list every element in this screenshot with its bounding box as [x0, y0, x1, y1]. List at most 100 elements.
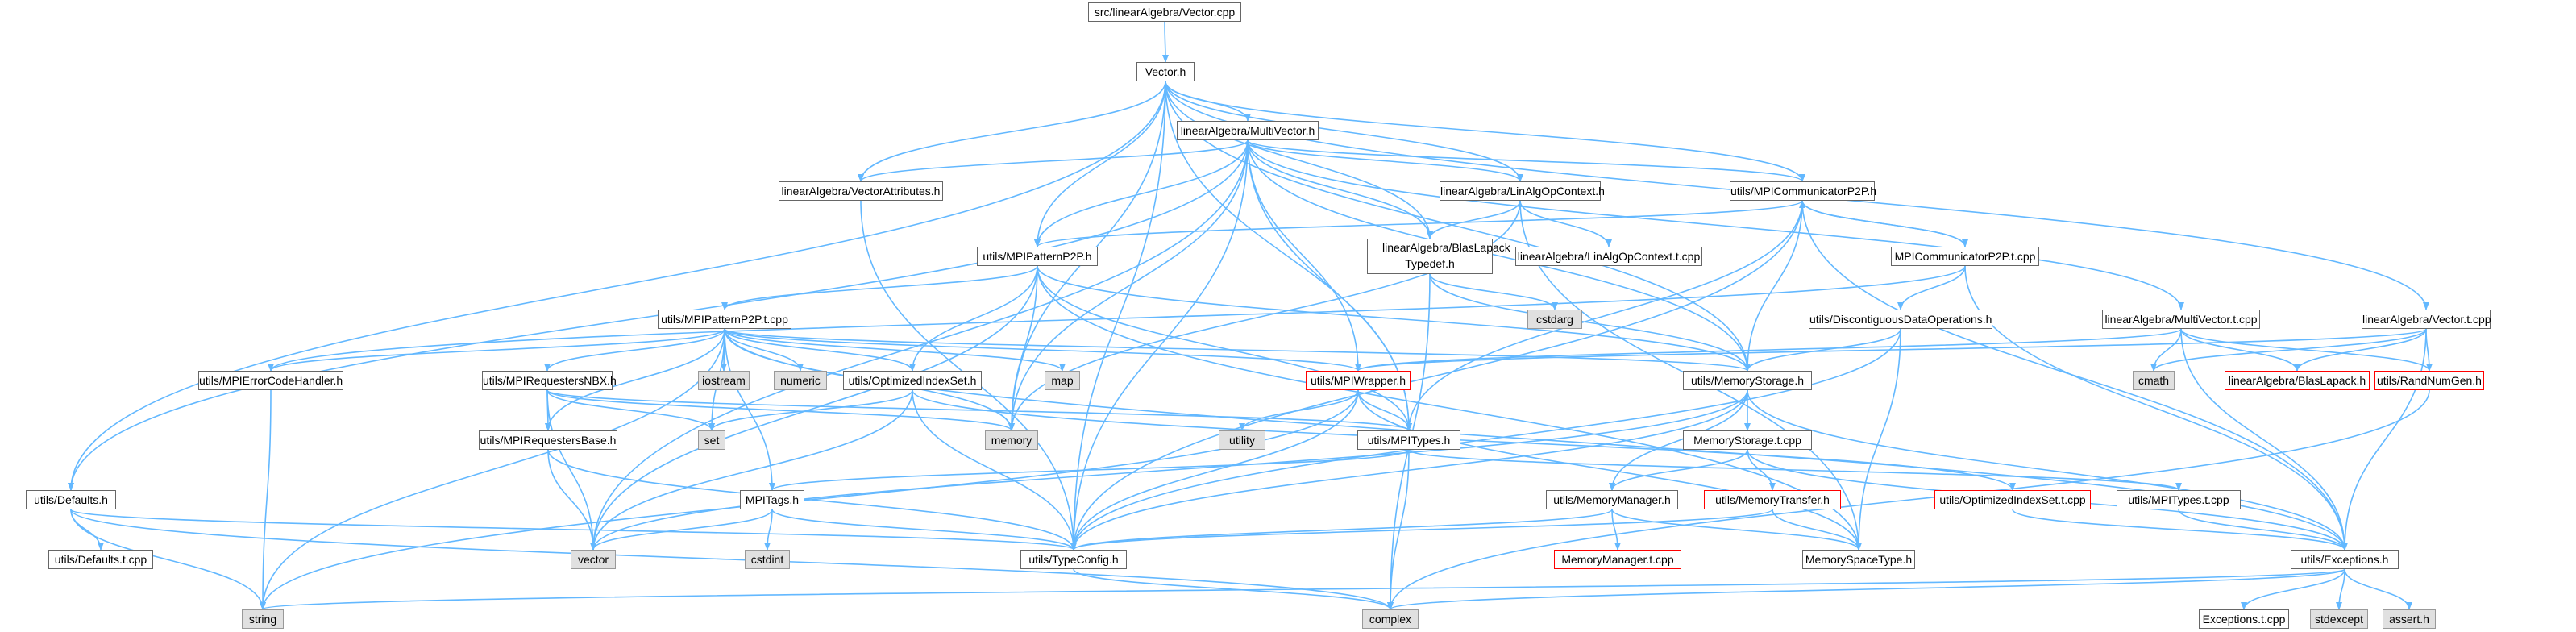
edge-n33-n40: [590, 509, 773, 551]
edge-n4-n7: [1427, 200, 1521, 239]
node-string[interactable]: string: [242, 609, 284, 629]
node-memorymanager-h[interactable]: utils/MemoryManager.h: [1546, 490, 1678, 509]
node-memorymanager-tcpp[interactable]: MemoryManager.t.cpp: [1554, 550, 1681, 569]
edge-n34-n41: [1070, 509, 1613, 551]
node-cstdint[interactable]: cstdint: [745, 550, 790, 569]
node-vector-tcpp[interactable]: linearAlgebra/Vector.t.cpp: [2362, 310, 2491, 329]
node-set[interactable]: set: [698, 430, 725, 450]
edge-n10-n15: [268, 328, 725, 372]
node-numeric[interactable]: numeric: [774, 371, 827, 390]
edge-n32-n41: [70, 509, 1077, 551]
node-map[interactable]: map: [1045, 371, 1080, 390]
edge-n13-n25: [2180, 328, 2433, 372]
edge-n6-n10: [721, 265, 1038, 310]
edge-n10-n26: [545, 328, 725, 431]
edge-n5-n41: [1070, 200, 1803, 551]
edge-n35-n41: [1070, 509, 1773, 551]
edge-n6-n28: [1008, 265, 1038, 431]
node-mpitypes-h[interactable]: utils/MPITypes.h: [1357, 430, 1460, 450]
edge-n26-n41: [547, 449, 1077, 551]
node-multivector-tcpp[interactable]: linearAlgebra/MultiVector.t.cpp: [2102, 310, 2260, 329]
node-multivector-h[interactable]: linearAlgebra/MultiVector.h: [1177, 121, 1319, 140]
edge-n21-n30: [1357, 389, 1412, 431]
node-mpicommunicatorp2p-h[interactable]: utils/MPICommunicatorP2P.h: [1730, 181, 1876, 201]
edge-n9-n12: [1897, 265, 1966, 310]
node-mpiwrapper-h[interactable]: utils/MPIWrapper.h: [1306, 371, 1411, 390]
node-memoryspacetype-h[interactable]: MemorySpaceType.h: [1802, 550, 1915, 569]
node-vector-cpp[interactable]: src/linearAlgebra/Vector.cpp: [1088, 2, 1241, 22]
node-blaslapack-h[interactable]: linearAlgebra/BlasLapack.h: [2225, 371, 2370, 390]
node-optimizedindexset-h[interactable]: utils/OptimizedIndexSet.h: [843, 371, 982, 390]
edge-n6-n19: [909, 265, 1038, 372]
node-defaults-h[interactable]: utils/Defaults.h: [26, 490, 116, 509]
edge-n2-n22: [1247, 139, 1751, 372]
edge-n10-n22: [724, 328, 1751, 372]
node-vectorattributes-h[interactable]: linearAlgebra/VectorAttributes.h: [779, 181, 943, 201]
node-complex[interactable]: complex: [1362, 609, 1419, 629]
edge-n5-n22: [1744, 200, 1803, 372]
node-vector-h[interactable]: Vector.h: [1136, 62, 1195, 81]
node-memorytransfer-h[interactable]: utils/MemoryTransfer.h: [1704, 490, 1841, 509]
edge-n21-n43: [1357, 389, 1862, 551]
edge-n2-n7: [1247, 139, 1433, 239]
node-assert-h[interactable]: assert.h: [2383, 609, 2436, 629]
node-linalgopcontext-h[interactable]: linearAlgebra/LinAlgOpContext.h: [1440, 181, 1605, 201]
node-typeconfig-h[interactable]: utils/TypeConfig.h: [1020, 550, 1127, 569]
edge-n5-n6: [1034, 200, 1803, 247]
node-mpipatternp2p-tcpp[interactable]: utils/MPIPatternP2P.t.cpp: [658, 310, 791, 329]
edge-n16-n27: [546, 389, 715, 431]
node-cstdarg[interactable]: cstdarg: [1527, 310, 1582, 329]
edge-n19-n41: [912, 389, 1077, 551]
node-memory[interactable]: memory: [985, 430, 1038, 450]
node-mpirequestersbase-h[interactable]: utils/MPIRequestersBase.h: [479, 430, 617, 450]
node-mpierrorcodehandler-h[interactable]: utils/MPIErrorCodeHandler.h: [198, 371, 343, 390]
edge-n2-n4: [1247, 139, 1523, 182]
node-linalgopcontext-tcpp[interactable]: linearAlgebra/LinAlgOpContext.t.cpp: [1515, 247, 1702, 266]
edge-n13-n44: [2180, 328, 2348, 551]
node-stdexcept[interactable]: stdexcept: [2310, 609, 2368, 629]
node-randnumgen-h[interactable]: utils/RandNumGen.h: [2374, 371, 2484, 390]
node-memorystorage-tcpp[interactable]: MemoryStorage.t.cpp: [1683, 430, 1812, 450]
edge-n2-n21: [1247, 139, 1361, 372]
edge-n33-n41: [771, 509, 1077, 551]
node-mpirequestersnbx-h[interactable]: utils/MPIRequestersNBX.h: [482, 371, 617, 390]
edge-n13-n21: [1355, 328, 2182, 372]
edge-n33-n39: [764, 509, 773, 551]
node-mpitypes-tcpp[interactable]: utils/MPITypes.t.cpp: [2117, 490, 2241, 509]
node-iostream[interactable]: iostream: [698, 371, 750, 390]
edge-n10-n21: [724, 328, 1361, 372]
edge-n12-n43: [1855, 328, 1901, 551]
node-mpitags-h[interactable]: MPITags.h: [740, 490, 804, 509]
node-discontiguousdataoperations-h[interactable]: utils/DiscontiguousDataOperations.h: [1809, 310, 1992, 329]
node-cmath[interactable]: cmath: [2133, 371, 2175, 390]
edge-n13-n23: [2150, 328, 2182, 372]
node-utility[interactable]: utility: [1219, 430, 1265, 450]
node-memorystorage-h[interactable]: utils/MemoryStorage.h: [1683, 371, 1812, 390]
node-exceptions-tcpp[interactable]: Exceptions.t.cpp: [2199, 609, 2289, 629]
edge-n22-n44: [1747, 389, 2348, 551]
edge-n1-n6: [1034, 81, 1166, 247]
edge-n31-n34: [1609, 449, 1748, 491]
edge-n37-n44: [2178, 509, 2348, 551]
edge-n10-n18: [724, 328, 804, 372]
node-defaults-tcpp[interactable]: utils/Defaults.t.cpp: [48, 550, 153, 569]
node-optimizedindexset-tcpp[interactable]: utils/OptimizedIndexSet.t.cpp: [1934, 490, 2091, 509]
edge-n2-n13: [1247, 139, 2184, 310]
node-mpipatternp2p-h[interactable]: utils/MPIPatternP2P.h: [977, 247, 1098, 266]
edge-n10-n45: [260, 328, 725, 610]
edge-n14-n24: [2294, 328, 2427, 372]
edge-n15-n45: [260, 389, 272, 610]
node-mpicommunicatorp2p-tcpp[interactable]: MPICommunicatorP2P.t.cpp: [1891, 247, 2039, 266]
node-vector[interactable]: vector: [571, 550, 616, 569]
edge-n16-n28: [546, 389, 1015, 431]
node-exceptions-h[interactable]: utils/Exceptions.h: [2291, 550, 2399, 569]
edge-n30-n37: [1408, 449, 2182, 491]
edge-n9-n15: [268, 265, 1966, 372]
edge-n2-n3: [858, 139, 1249, 182]
edge-n10-n19: [724, 328, 916, 372]
edge-n26-n40: [547, 449, 596, 551]
edge-n21-n29: [1239, 389, 1359, 431]
node-blaslapacktypedef-h[interactable]: linearAlgebra/BlasLapack Typedef.h: [1367, 239, 1510, 274]
edge-n41-n46: [1073, 568, 1394, 610]
edge-n13-n24: [2180, 328, 2300, 372]
